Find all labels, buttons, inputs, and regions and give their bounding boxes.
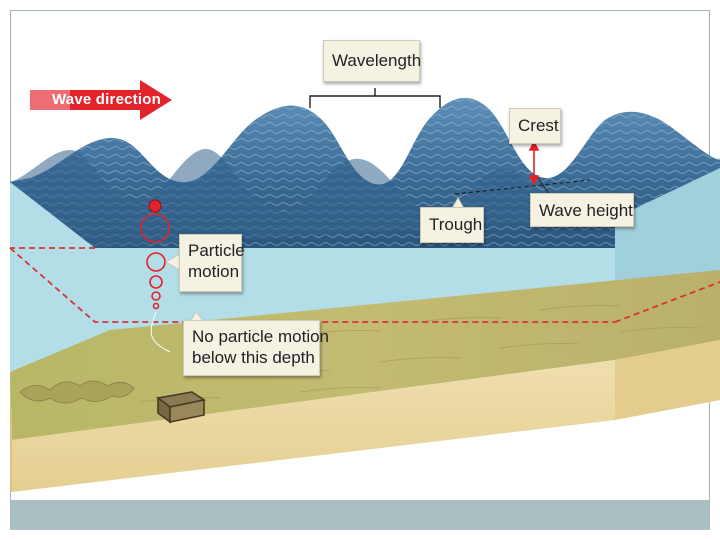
particle-motion-label-line2: motion bbox=[188, 261, 233, 282]
footer-bar bbox=[10, 500, 710, 530]
no-particle-motion-label-line2: below this depth bbox=[192, 347, 311, 368]
no-particle-motion-label-line1: No particle motion bbox=[192, 326, 311, 347]
wavelength-bracket bbox=[310, 88, 440, 108]
trough-label: Trough bbox=[429, 214, 475, 235]
wave-direction-label: Wave direction bbox=[52, 91, 161, 108]
wave-height-callout: Wave height bbox=[530, 193, 634, 227]
wave-height-label: Wave height bbox=[539, 200, 625, 221]
particle-icon bbox=[149, 200, 161, 212]
wavelength-label: Wavelength bbox=[332, 50, 411, 71]
particle-motion-callout: Particle motion bbox=[179, 234, 242, 292]
wave-height-arrow bbox=[530, 142, 538, 184]
crest-callout: Crest bbox=[509, 108, 561, 144]
crest-label: Crest bbox=[518, 115, 552, 136]
particle-motion-label-line1: Particle bbox=[188, 240, 233, 261]
trough-callout: Trough bbox=[420, 207, 484, 243]
no-particle-motion-callout: No particle motion below this depth bbox=[183, 320, 320, 376]
wavelength-callout: Wavelength bbox=[323, 40, 420, 82]
